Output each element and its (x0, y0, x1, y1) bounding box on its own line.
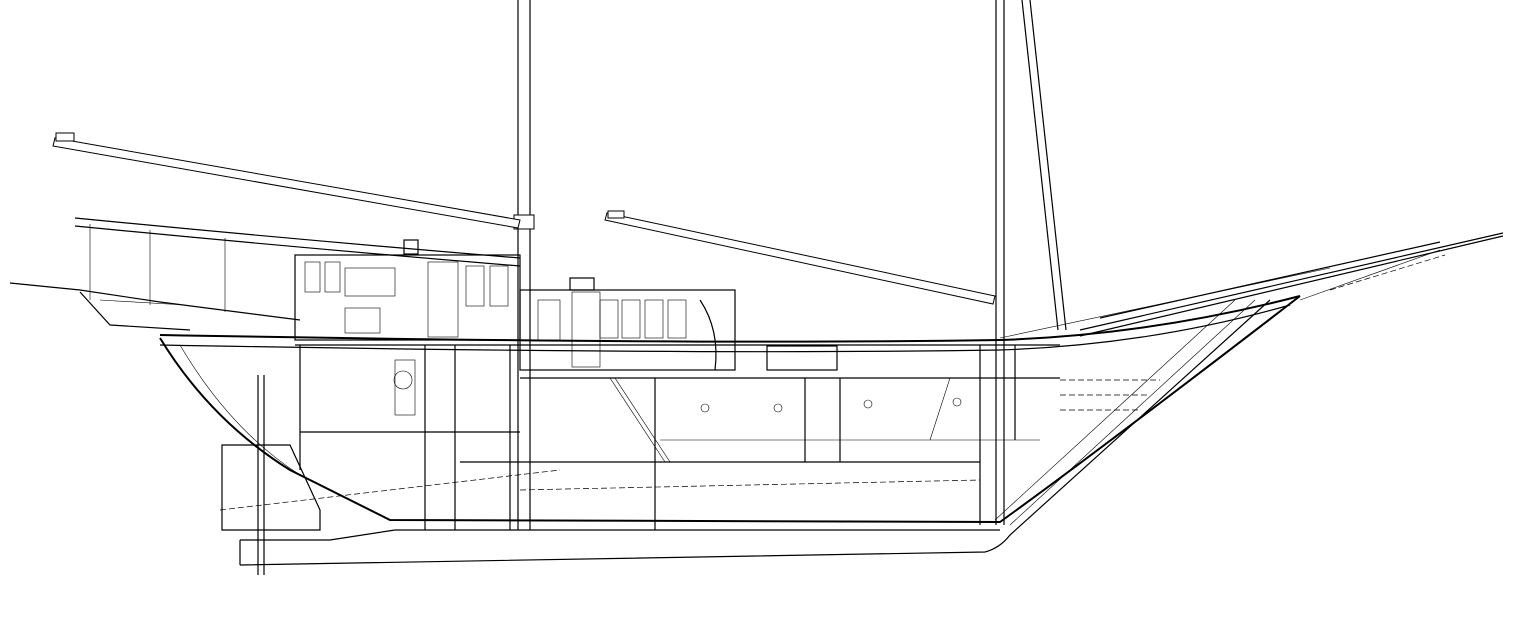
stern-awning (9, 217, 521, 331)
fore-mast (995, 0, 1067, 525)
aft-deckhouse (294, 239, 521, 341)
fore-boom (604, 210, 996, 305)
main-mast (513, 0, 535, 530)
forward-deckhouse (519, 277, 838, 371)
rudder (219, 375, 561, 575)
main-boom (52, 132, 521, 229)
hull-interior (295, 344, 1160, 530)
bowsprit (999, 232, 1504, 339)
hull (159, 295, 1301, 566)
